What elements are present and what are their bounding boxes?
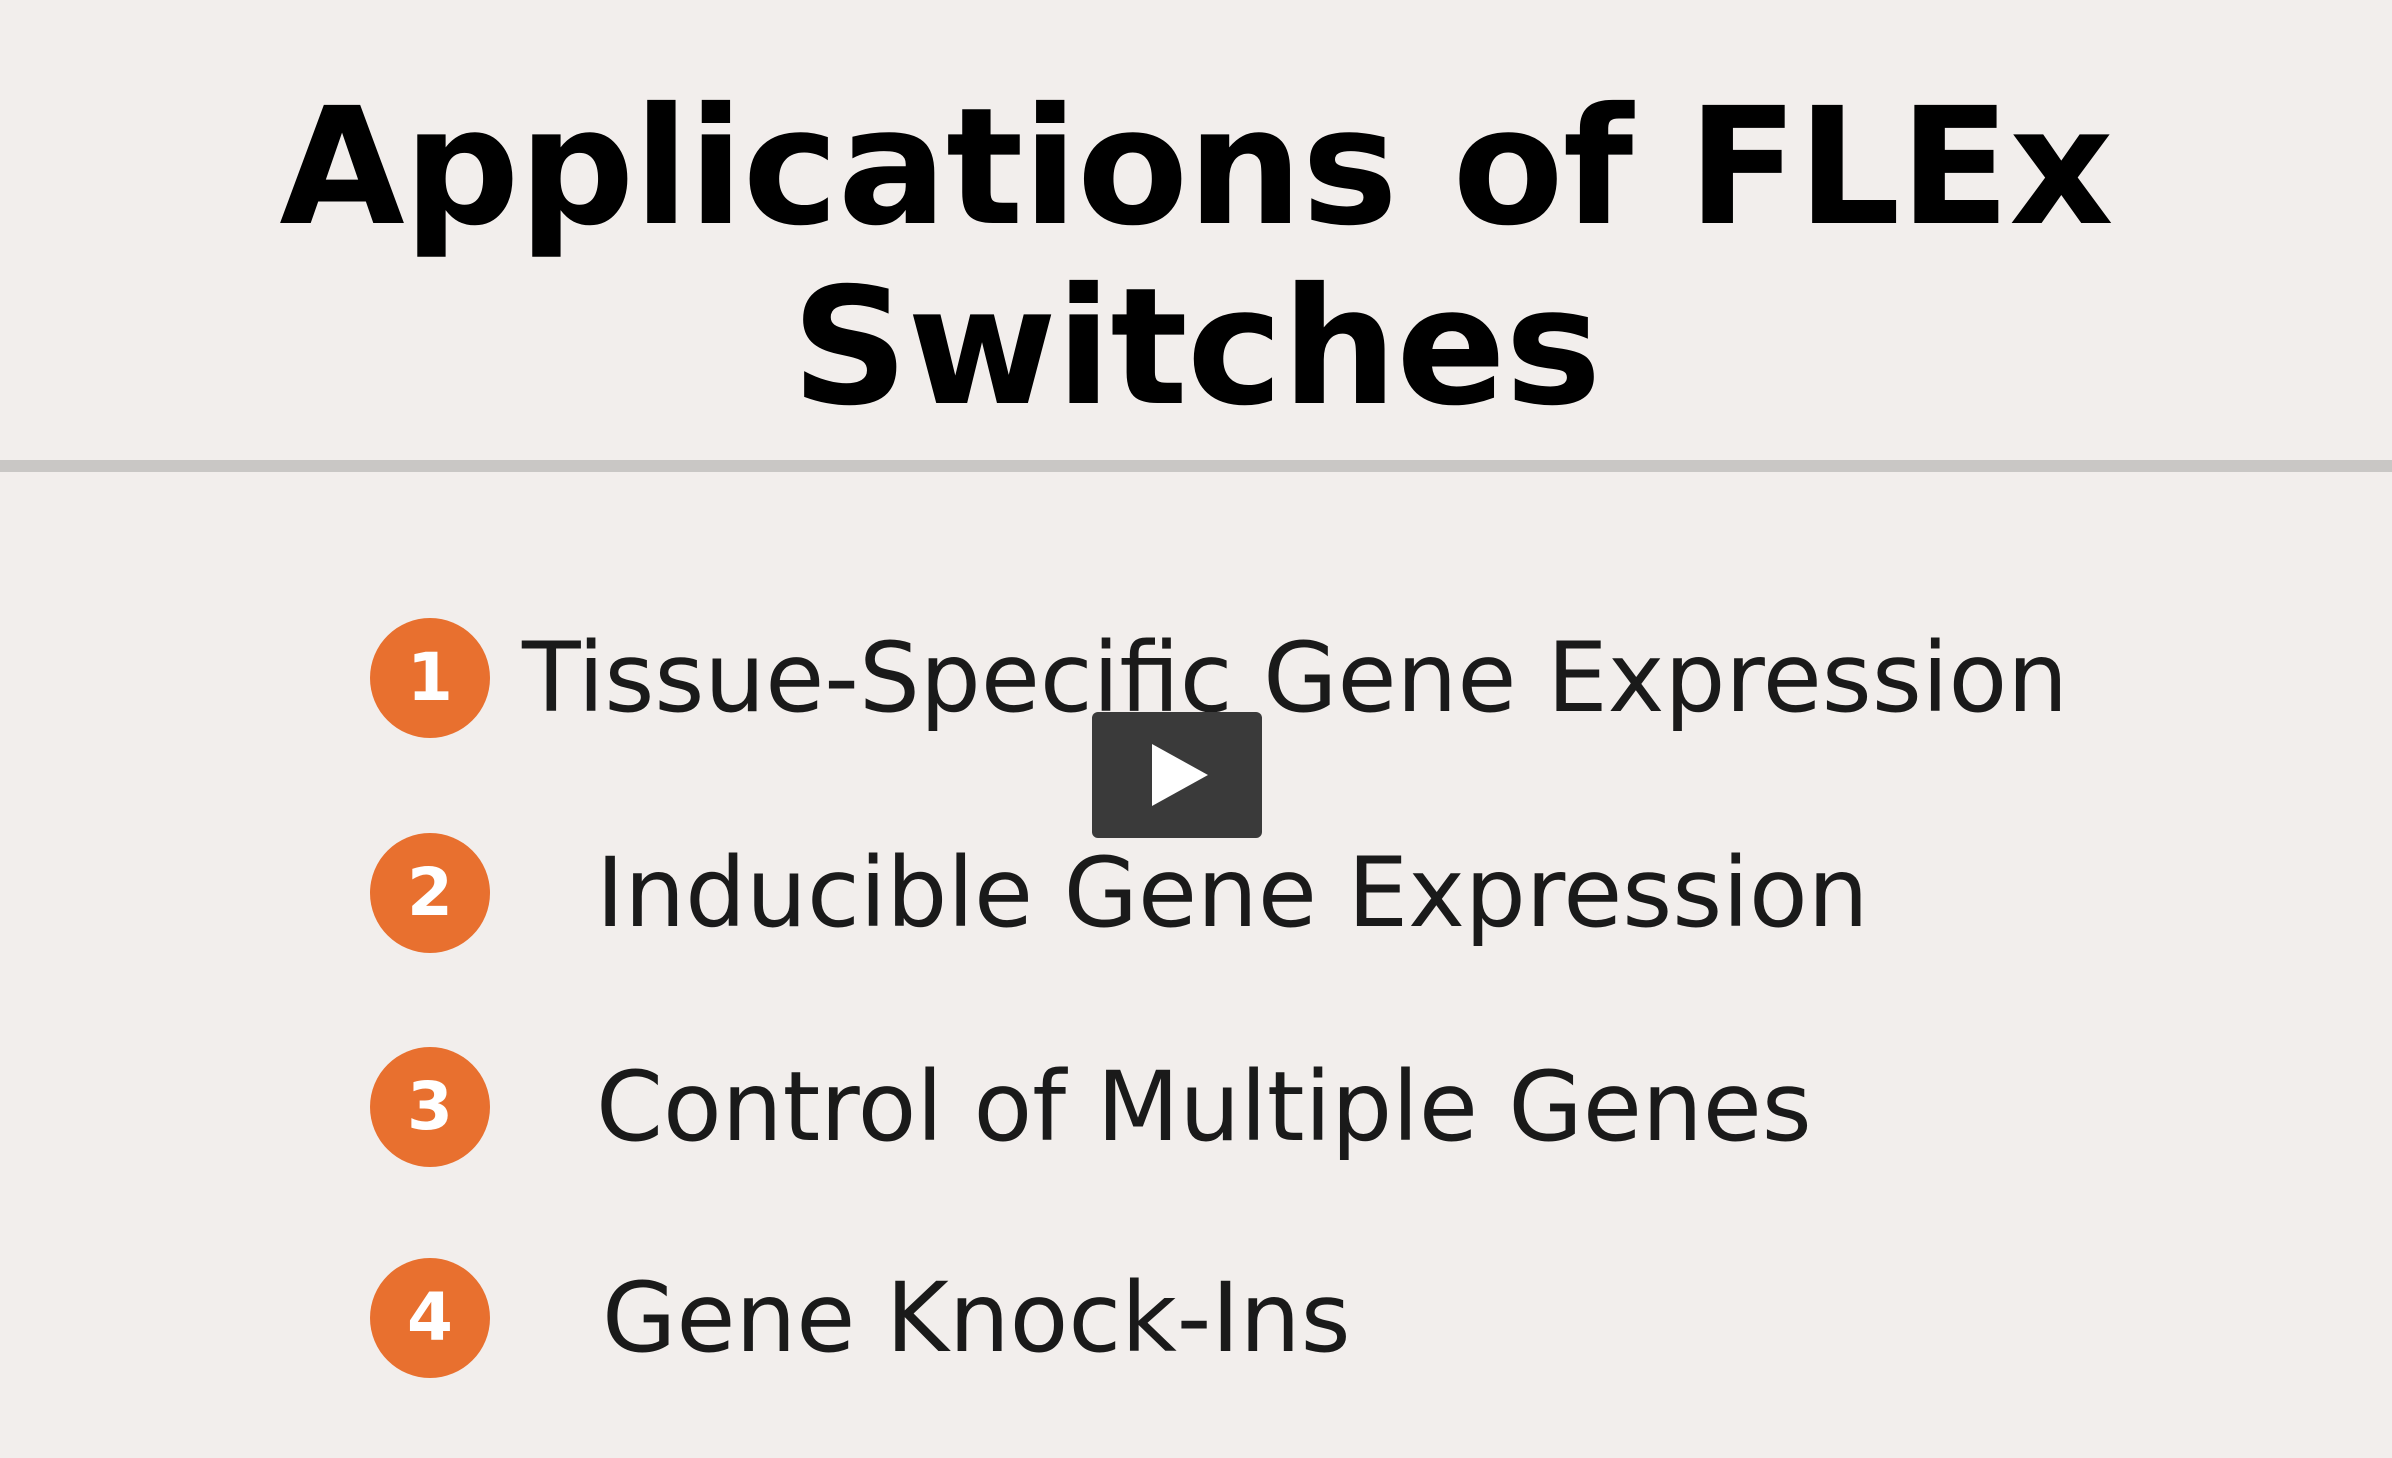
number-badge: 2 [370,833,490,953]
play-button[interactable] [1092,712,1262,838]
slide-title-line-2: Switches [791,254,1602,442]
slide-title: Applications of FLEx Switches [0,78,2392,438]
list-item-label: Inducible Gene Expression [596,837,1869,949]
list-item-label: Tissue-Specific Gene Expression [522,622,2069,734]
slide-title-line-1: Applications of FLEx [279,74,2113,262]
number-badge: 1 [370,618,490,738]
list-item-label: Gene Knock-Ins [602,1262,1351,1374]
title-divider [0,460,2392,472]
number-badge: 4 [370,1258,490,1378]
list-item-label: Control of Multiple Genes [596,1051,1812,1163]
number-badge: 3 [370,1047,490,1167]
play-icon [1152,744,1208,806]
